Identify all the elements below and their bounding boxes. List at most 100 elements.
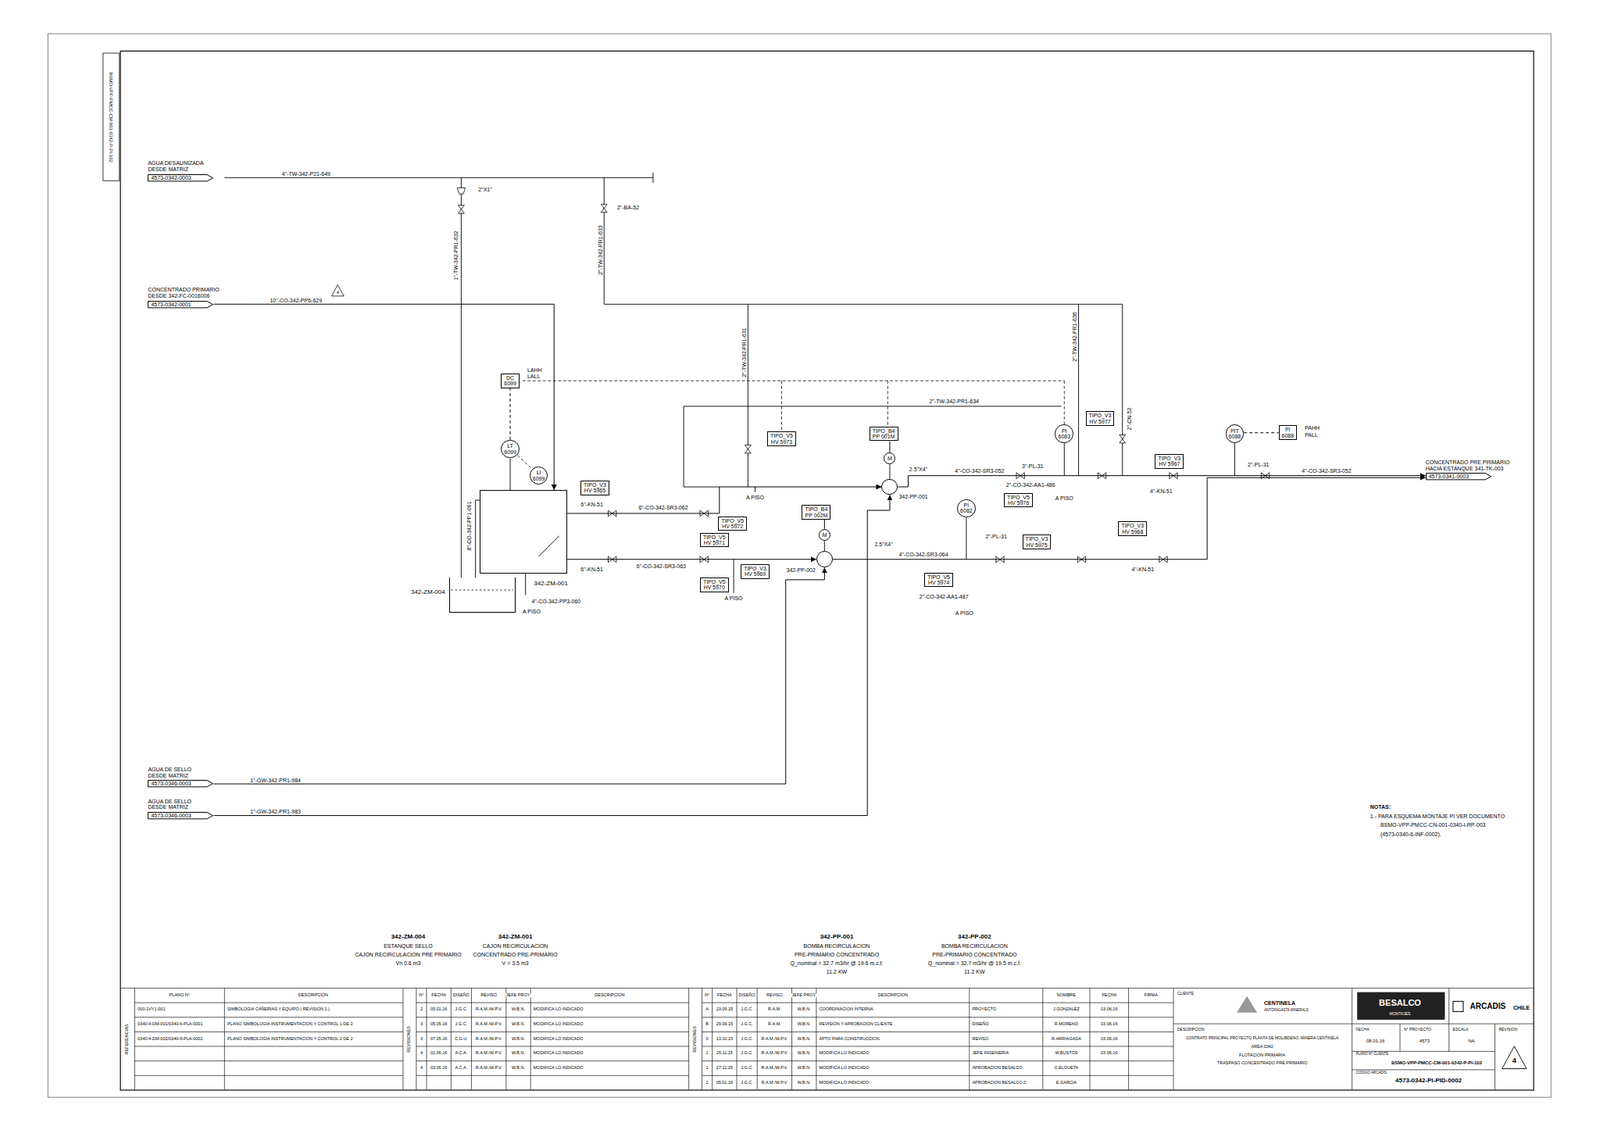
- table-cell: R.ARRIAGADA: [1050, 1036, 1083, 1042]
- field-name: CLIENTE: [1176, 990, 1195, 995]
- table-cell: 2: [705, 1080, 710, 1086]
- tag-box: TIPO_B4PP 002M: [801, 504, 831, 520]
- tag-box: TIPO_V3HV 5977: [1085, 410, 1115, 426]
- note-text: BSMO-VPP-PMCC-CN-001-0340-I-RP-003: [1379, 821, 1487, 828]
- table-cell: MODIFICA LO INDICADO: [818, 1080, 871, 1086]
- pipe-connector: [889, 440, 890, 453]
- pipe-label: 2"-PL-31: [1246, 461, 1270, 468]
- drawing-code: BSMO-VPP-PMCC-CM-001-0342-P-PI-102: [108, 71, 114, 164]
- pipe-connector: [567, 486, 882, 514]
- tag-number: 6099: [503, 380, 517, 386]
- field-name: PLANO N° CLIENTE: [1355, 1052, 1390, 1057]
- instrument-bubble: LI6099: [529, 466, 549, 486]
- tag-box: TIPO_B4PP 001M: [869, 426, 899, 442]
- revision-triangle: [1502, 1046, 1527, 1069]
- tank-symbol: 342-ZM-004: [449, 577, 516, 612]
- tag-number: HV 5973: [770, 439, 793, 445]
- note-title: NOTAS:: [1369, 803, 1392, 809]
- equipment-data: CAJON RECIRCULACION: [482, 942, 550, 949]
- line-number: 1"-GW-342-PR1-984: [249, 776, 302, 783]
- tag-function: LI: [536, 469, 542, 475]
- off-page-outline: [148, 174, 214, 181]
- tag-function: TIPO_V3: [743, 565, 767, 572]
- table-cell: 05.05.16: [429, 1021, 448, 1027]
- tag-box: TIPO_V3HV 5968: [1117, 521, 1147, 536]
- tag-number: HV 5977: [1089, 418, 1112, 425]
- table-cell: 05.01.16: [715, 1080, 734, 1086]
- tag-box: TIPO_V3HV 5975: [1022, 534, 1052, 550]
- table-cell: 03.06.16: [1100, 1051, 1118, 1057]
- equipment-tag: 342-PP-002: [957, 933, 993, 940]
- off-page-connector: AGUA DESAUNIZADA DESDE MATRIZ4573-0342-0…: [147, 174, 214, 182]
- off-page-outline: [148, 780, 214, 787]
- table-cell: APTO PARA CONSTRUCCION: [818, 1036, 881, 1042]
- table-header: DESCRIPCION: [593, 992, 625, 998]
- table-cell: W.B.N.: [796, 1051, 812, 1057]
- tag-box: TIPO_V5HV 5972: [717, 516, 747, 532]
- table-cell: SIMBOLOGIA CAÑERIAS Y EQUIPO ( REVISION …: [226, 1007, 331, 1013]
- off-page-outline: [148, 811, 214, 818]
- table-cell: PROYECTO: [971, 1007, 997, 1013]
- tag-function: DC: [503, 375, 517, 381]
- equipment-data: Q_nominal = 32.7 m3/hr @ 19.5 m.c.f.: [927, 960, 1022, 966]
- tag-number: HV 5976: [1007, 500, 1030, 506]
- table-header: DISEÑO: [452, 992, 471, 998]
- pipe-connector: [213, 494, 890, 815]
- connector-heading: AGUA DESAUNIZADA DESDE MATRIZ: [147, 160, 211, 172]
- reducer-label: 2.5"X4": [908, 465, 929, 472]
- table-cell: W.B.N.: [796, 1036, 812, 1042]
- tag-number: 6088: [1282, 432, 1295, 439]
- field-name: DESCRIPCION: [1176, 1026, 1206, 1031]
- equipment-tag: 342-ZM-004: [410, 589, 446, 596]
- equipment-data: BOMBA RECIRCULACION: [940, 942, 1009, 949]
- client-name: CENTINELA: [1263, 999, 1297, 1005]
- drawing-title: CONTRATO PRINCIPAL PROYECTO PLANTA DE MO…: [1185, 1035, 1340, 1040]
- off-page-connector: CONCENTRADO PRE PRIMARIO HACIA ESTANQUE …: [1425, 472, 1492, 480]
- equipment-data: BOMBA RECIRCULACION: [803, 942, 872, 949]
- equipment-data: PRE-PRIMARIO CONCENTRADO: [931, 951, 1018, 958]
- table-header: DISEÑO: [738, 992, 757, 998]
- table-cell: R.A.M./W.P.V.: [760, 1036, 789, 1042]
- pipe-label: 2"-TW-342-PR1-631: [741, 326, 747, 378]
- motor-symbol: M: [818, 528, 831, 541]
- table-cell: 3: [419, 1036, 424, 1042]
- table-title: REVISIONES: [407, 1025, 413, 1054]
- tag-box: TIPO_V3HV 5967: [1154, 453, 1184, 469]
- tag-number: HV 5974: [927, 579, 950, 586]
- table-cell: MODIFICA LO INDICADO: [532, 1021, 585, 1027]
- company-name: MONTAJES: [1389, 1010, 1412, 1015]
- tag-box: TIPO_V3HV 5969: [740, 564, 770, 579]
- table-cell: C.ELGUETA: [1053, 1065, 1080, 1071]
- table-cell: 1: [705, 1065, 710, 1071]
- connector-heading: AGUA DE SELLO DESDE MATRIZ: [147, 798, 199, 811]
- table-cell: R.A.M.: [767, 1007, 783, 1013]
- line-number: 4"-CO-342-SR3-064: [897, 551, 949, 558]
- table-cell: 0: [705, 1036, 710, 1042]
- tag-number: HV 5975: [1025, 542, 1049, 548]
- connector-heading: CONCENTRADO PRE PRIMARIO HACIA ESTANQUE …: [1425, 459, 1516, 472]
- drawing-frame: [120, 50, 1534, 1090]
- equipment-data: CAJON RECIRCULACION PRE PRIMARIO: [353, 951, 463, 958]
- table-cell: 2: [419, 1007, 424, 1013]
- pipe-label: 2"-TW-342-PR1-633: [597, 224, 604, 275]
- equipment-tag: 342-ZM-001: [533, 580, 568, 587]
- client-logo: [1236, 996, 1258, 1013]
- field-name: FECHA: [1355, 1026, 1371, 1031]
- table-cell: 13.10.15: [715, 1036, 734, 1042]
- drawing-reference: 4573-0346-0003: [150, 812, 204, 818]
- pipe-label: 6"-KN-51: [579, 565, 604, 572]
- table-cell: 05.01.16: [429, 1007, 448, 1013]
- field-name: REVISION: [1497, 1026, 1518, 1031]
- field-name: N° PROYECTO: [1403, 1026, 1433, 1031]
- instrument-bubble: PI6082: [957, 499, 976, 518]
- table-header: JEFE PROY.: [791, 992, 818, 998]
- tank-symbol: 342-ZM-001: [479, 489, 568, 574]
- drawing-reference: 4573-0342-0003: [150, 175, 204, 181]
- tag-box: TIPO_V5HV 5970: [700, 577, 729, 593]
- consultant-logo: [1453, 1000, 1464, 1011]
- tag-function: TIPO_V5: [703, 578, 726, 585]
- tag-number: PP 002M: [804, 512, 828, 518]
- tag-number: HV 5965: [583, 487, 607, 493]
- table-cell: MODIFICA LO INDICADO: [818, 1065, 871, 1071]
- pipe-label: 4"-TW-342-P21-649: [281, 171, 332, 177]
